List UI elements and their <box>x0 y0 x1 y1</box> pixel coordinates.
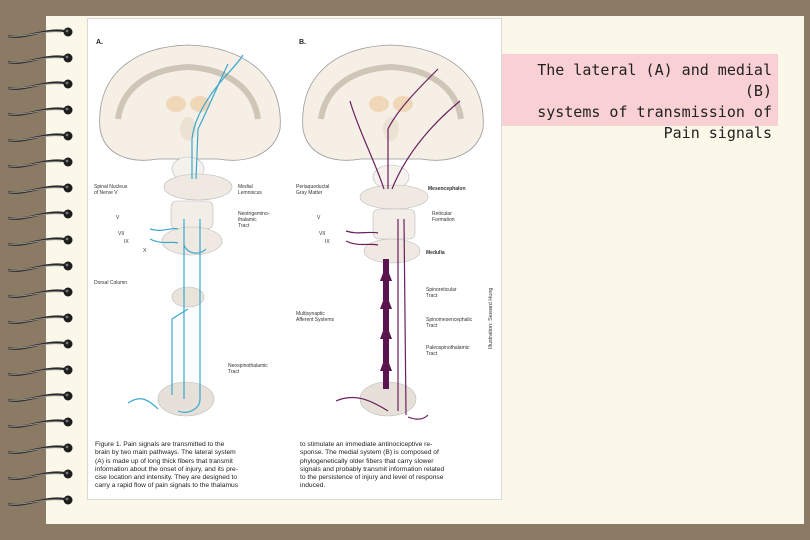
brainstem-b <box>359 164 429 417</box>
label-medulla: Medulla <box>426 250 445 256</box>
label-spinoreticular: Spinoreticular Tract <box>426 287 457 299</box>
spiral-ring <box>4 441 74 455</box>
spiral-ring <box>4 77 74 91</box>
spiral-ring <box>4 103 74 117</box>
label-multisynaptic: Multisynaptic Afferent Systems <box>296 311 334 323</box>
spiral-ring <box>4 233 74 247</box>
brain-section-b <box>302 44 484 161</box>
multisynaptic-arrows <box>380 259 392 389</box>
brain-section-a <box>99 44 281 161</box>
spiral-ring <box>4 181 74 195</box>
title-line: Pain signals <box>663 124 772 142</box>
label-nerve-v-b: V <box>317 215 321 221</box>
label-periaqueductal: Periaqueductal Gray Matter <box>296 184 330 196</box>
label-nerve-ix-b: IX <box>325 239 330 245</box>
pain-pathways-figure: A. B. Spinal Nucleus of Nerve V Medial L… <box>87 18 502 500</box>
figure-illustration <box>99 44 484 420</box>
spiral-ring <box>4 25 74 39</box>
spiral-ring <box>4 259 74 273</box>
caption-right: to stimulate an immediate antinociceptiv… <box>300 441 445 490</box>
panel-b-label: B. <box>299 39 306 46</box>
spiral-ring <box>4 363 74 377</box>
spiral-ring <box>4 389 74 403</box>
spiral-ring <box>4 155 74 169</box>
title-line: systems of transmission of <box>537 103 772 121</box>
spiral-ring <box>4 337 74 351</box>
brainstem-a <box>157 156 233 417</box>
slide-title: The lateral (A) and medial (B) systems o… <box>502 60 772 144</box>
spiral-ring <box>4 51 74 65</box>
medial-tract-lines <box>335 68 461 420</box>
label-dorsal-column: Dorsal Column <box>94 280 128 286</box>
spiral-ring <box>4 415 74 429</box>
label-nerve-v-a: V <box>116 215 120 221</box>
caption-left: Figure 1. Pain signals are transmitted t… <box>95 441 239 490</box>
spiral-ring <box>4 493 74 507</box>
label-nerve-vii-a: VII <box>118 231 125 237</box>
label-reticular-formation: Reticular Formation <box>432 211 455 223</box>
label-neospinothalamic: Neospinothalamic Tract <box>228 363 268 375</box>
label-spinal-nucleus: Spinal Nucleus of Nerve V <box>94 184 128 196</box>
label-mesencephalon: Mesencephalon <box>428 186 466 192</box>
label-nerve-vii-b: VII <box>319 231 326 237</box>
panel-a-label: A. <box>96 39 103 46</box>
spiral-ring <box>4 467 74 481</box>
spiral-ring <box>4 129 74 143</box>
spiral-ring <box>4 207 74 221</box>
spiral-ring <box>4 285 74 299</box>
label-neotrigeminothalamic: Neotrigemino- thalamic Tract <box>238 211 270 229</box>
label-nerve-x-a: X <box>143 248 147 254</box>
illustration-credit: Illustration: Seward Hung <box>488 287 494 349</box>
title-box: The lateral (A) and medial (B) systems o… <box>502 54 778 142</box>
label-paleospinothalamic: Paleospinothalamic Tract <box>426 345 470 357</box>
lateral-tract-lines <box>127 54 244 413</box>
label-medial-lemniscus: Medial Lemniscus <box>238 184 262 196</box>
label-nerve-ix-a: IX <box>124 239 129 245</box>
title-line: The lateral (A) and medial (B) <box>537 61 772 100</box>
label-spinomesencephalic: Spinomesencephalic Tract <box>426 317 473 329</box>
spiral-ring <box>4 311 74 325</box>
